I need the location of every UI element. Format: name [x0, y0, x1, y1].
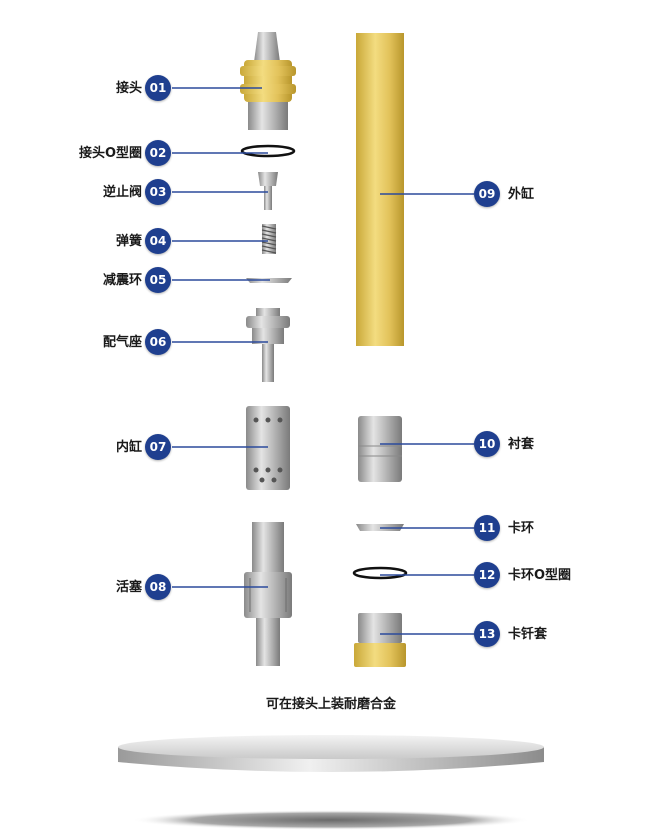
badge-part-07: 07 [145, 434, 171, 460]
part-12-o-ring [352, 566, 408, 580]
part-02-o-ring [240, 144, 296, 158]
badge-part-06: 06 [145, 329, 171, 355]
part-04-spring [261, 224, 277, 254]
part-01-connector [240, 32, 296, 130]
label-part-09: 外缸 [508, 187, 535, 202]
badge-part-10: 10 [474, 431, 500, 457]
label-part-11: 卡环 [508, 521, 535, 536]
badge-part-08: 08 [145, 574, 171, 600]
badge-part-09: 09 [474, 181, 500, 207]
part-08-piston [244, 522, 292, 666]
badge-part-01: 01 [145, 75, 171, 101]
label-part-02: 接头O型圈 [78, 146, 142, 161]
badge-part-11: 11 [474, 515, 500, 541]
badge-part-04: 04 [145, 228, 171, 254]
footnote: 可在接头上装耐磨合金 [265, 697, 396, 712]
badge-part-05: 05 [145, 267, 171, 293]
label-part-07: 内缸 [115, 440, 142, 455]
label-part-12: 卡环O型圈 [508, 568, 572, 583]
part-10-bushing [358, 416, 402, 482]
part-03-check-valve [258, 172, 278, 210]
label-part-10: 衬套 [508, 437, 535, 452]
label-part-08: 活塞 [115, 580, 142, 595]
badge-part-03: 03 [145, 179, 171, 205]
badge-part-12: 12 [474, 562, 500, 588]
part-06-air-distributor [246, 308, 290, 382]
label-part-04: 弹簧 [115, 234, 142, 249]
badge-part-13: 13 [474, 621, 500, 647]
display-pedestal [118, 735, 544, 830]
leader-lines [172, 87, 474, 635]
label-part-05: 减震环 [102, 273, 142, 288]
part-13-chuck [354, 613, 406, 667]
part-07-inner-cylinder [246, 406, 290, 490]
badge-part-02: 02 [145, 140, 171, 166]
label-part-13: 卡钎套 [508, 627, 548, 642]
label-part-01: 接头 [115, 81, 142, 96]
part-09-outer-cylinder [356, 33, 404, 346]
label-part-03: 逆止阀 [102, 185, 142, 200]
label-part-06: 配气座 [102, 335, 142, 350]
